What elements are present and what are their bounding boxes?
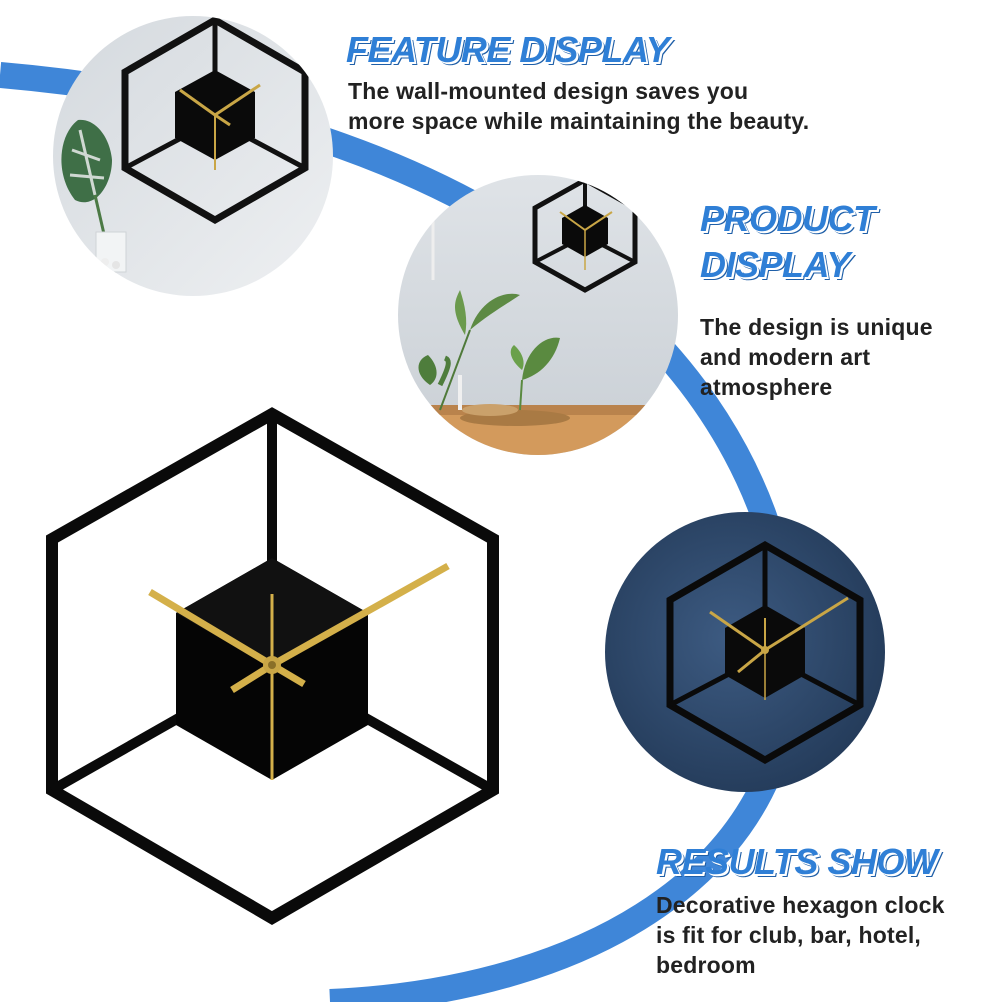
results-show-heading: RESULTS SHOW <box>656 841 938 882</box>
feature-display-description: The wall-mounted design saves you more s… <box>348 76 809 136</box>
main-hexagon-clock <box>46 407 499 925</box>
feature-photo <box>53 16 333 296</box>
results-photo <box>605 512 885 792</box>
hexagon-clock-icon <box>666 540 864 765</box>
heading-line: PRODUCT <box>700 198 875 239</box>
feature-display-heading: FEATURE DISPLAY <box>346 29 670 70</box>
clock-hands <box>148 562 450 780</box>
description-line: bedroom <box>656 952 756 978</box>
description-line: atmosphere <box>700 374 833 400</box>
description-line: The design is unique <box>700 314 933 340</box>
product-photo <box>398 175 678 455</box>
description-line: more space while maintaining the beauty. <box>348 108 810 134</box>
product-display-heading: PRODUCT DISPLAY <box>700 196 875 288</box>
monstera-leaf-icon <box>61 119 112 261</box>
description-line: Decorative hexagon clock <box>656 892 945 918</box>
results-show-description: Decorative hexagon clock is fit for club… <box>656 890 945 980</box>
description-line: The wall-mounted design saves you <box>348 78 749 104</box>
description-line: and modern art <box>700 344 871 370</box>
heading-line: DISPLAY <box>700 244 850 285</box>
description-line: is fit for club, bar, hotel, <box>656 922 922 948</box>
plant-icon <box>418 290 560 411</box>
product-display-description: The design is unique and modern art atmo… <box>700 312 933 402</box>
hexagon-clock-icon <box>121 16 309 225</box>
